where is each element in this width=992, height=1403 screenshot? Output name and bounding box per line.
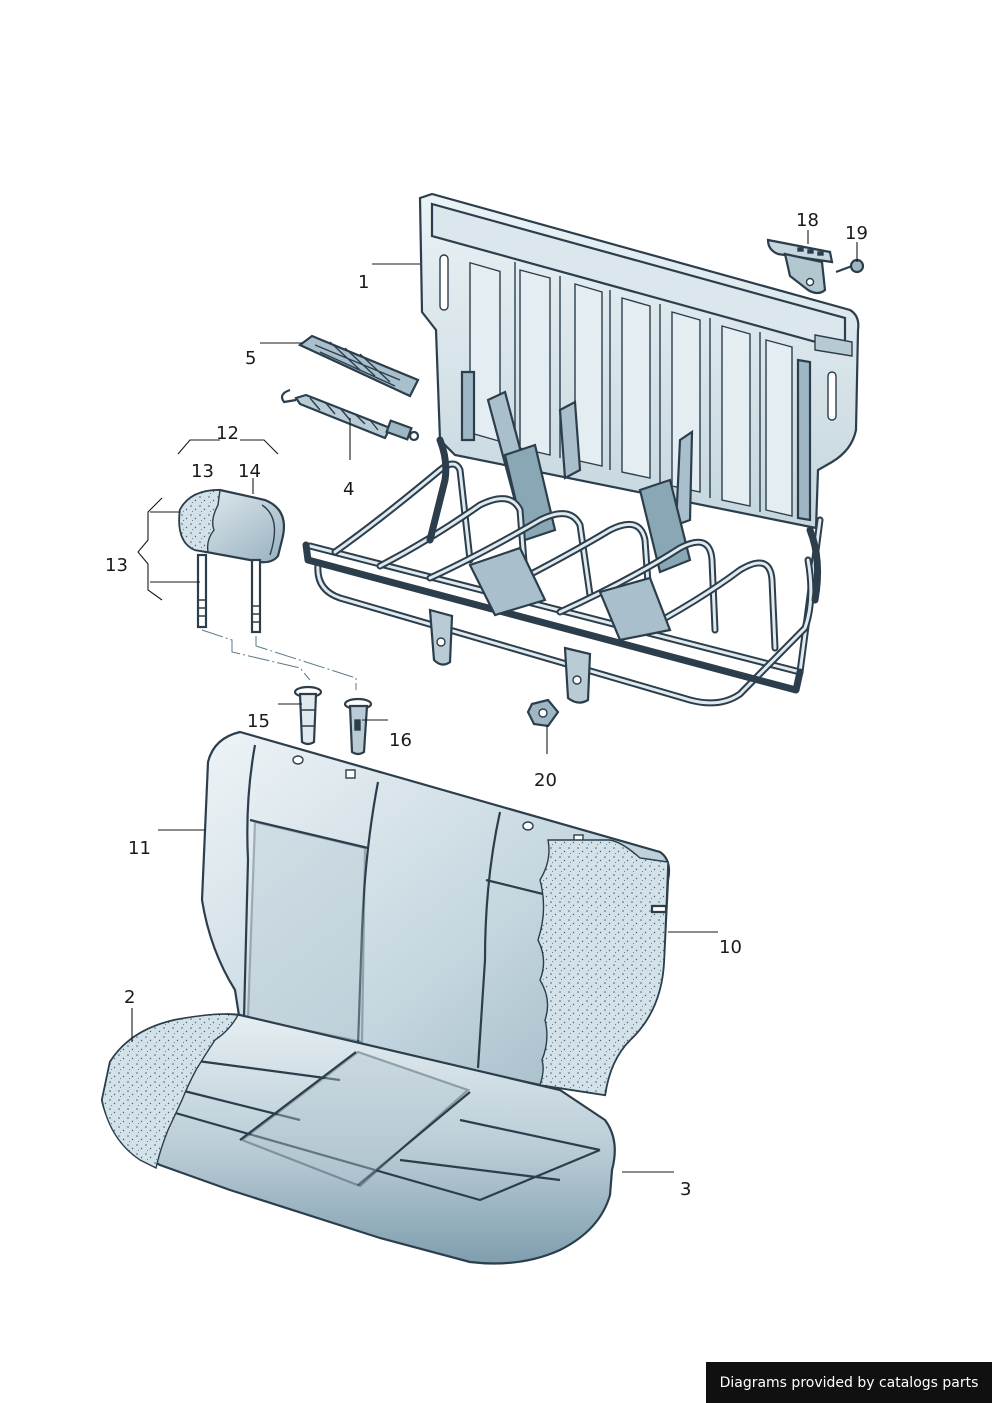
credit-text: Diagrams provided by catalogs parts [719,1374,979,1391]
callout-16: 16 [389,730,412,751]
callout-15: 15 [247,711,270,732]
backrest-frame [418,192,860,574]
leader-lines [131,230,858,1173]
callout-11: 11 [128,838,151,859]
release-cable-part-4 [280,388,420,442]
callout-10: 10 [719,937,742,958]
headrest-assembly [178,488,286,634]
callout-13-upper: 13 [191,461,214,482]
callout-labels: 1 2 3 4 5 10 11 12 13 13 14 15 16 18 19 … [105,210,868,1200]
callout-4: 4 [343,479,354,500]
bolt-part-19 [835,258,865,274]
callout-1: 1 [358,272,369,293]
guide-sleeve-part-15 [293,685,323,746]
callout-12: 12 [216,423,239,444]
seat-cushion-cover-part-3 [100,1013,616,1265]
callout-2: 2 [124,987,135,1008]
guide-sleeve-part-16 [343,697,373,756]
callout-18: 18 [796,210,819,231]
callout-14: 14 [238,461,261,482]
headrest-guide-lines [201,629,357,690]
callout-13-lower: 13 [105,555,128,576]
nut-part-20 [526,698,560,728]
cover-strip-part-5 [297,334,420,398]
seat-cushion-pad-part-2 [101,1013,240,1170]
callout-3: 3 [680,1179,691,1200]
callout-20: 20 [534,770,557,791]
callout-5: 5 [245,348,256,369]
backrest-pad-part-10 [537,839,669,1096]
cushion-frame [302,436,824,707]
credit-banner: Diagrams provided by catalogs parts [706,1362,992,1403]
hinge-bracket-part-18 [766,238,834,295]
callout-19: 19 [845,223,868,244]
